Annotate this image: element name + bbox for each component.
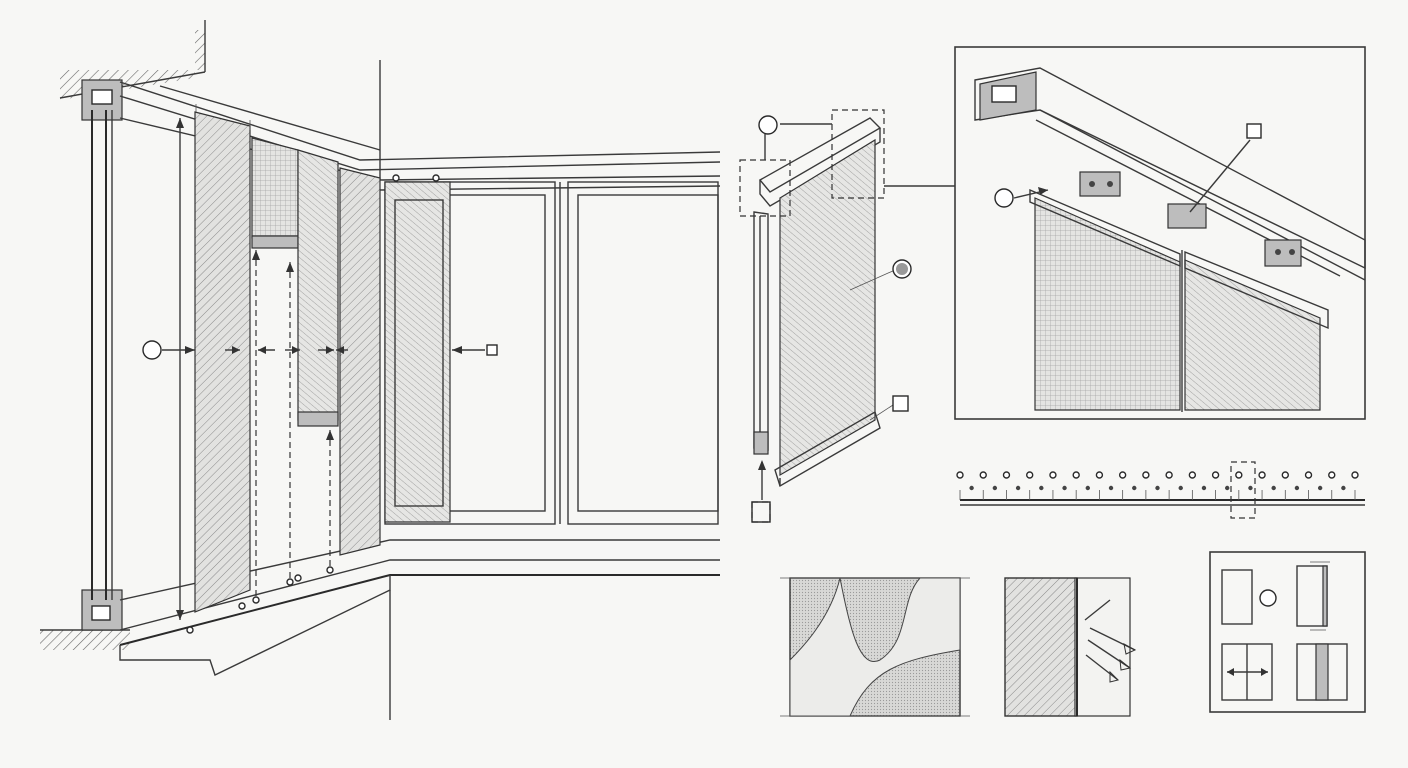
legend-single-panel: [1221, 569, 1253, 625]
scale-dot: [1085, 485, 1090, 491]
scale-dot: [1294, 485, 1300, 491]
pleat-bar-bottom: [297, 411, 339, 427]
scale-mark: [1235, 471, 1243, 479]
exploded-panel-drawing: [739, 109, 955, 523]
pleat-bar-top: [251, 235, 299, 249]
scale-mark: [1304, 471, 1313, 479]
scale-mark: [1165, 471, 1173, 479]
scale-dot: [1271, 485, 1276, 491]
square-marker-bottom-rail: [892, 395, 909, 412]
detail-mesh-left: [1034, 197, 1181, 411]
mesh-panel-1: [194, 111, 251, 613]
scale-dot: [1015, 485, 1021, 491]
scale-mark: [1142, 471, 1150, 479]
square-marker-track: [1246, 123, 1262, 139]
detail-mesh-right: [1184, 259, 1321, 411]
scale-mark-highlighted: [1281, 471, 1289, 479]
scale-dot: [1155, 485, 1160, 491]
scale-mark: [1049, 471, 1057, 479]
circle-marker-left: [142, 340, 162, 360]
scale-dot: [1132, 485, 1137, 491]
scale-mark: [1118, 471, 1127, 479]
mesh-panel-3: [297, 149, 339, 421]
scale-mark: [1258, 471, 1266, 479]
square-marker-right: [486, 344, 498, 356]
scale-mark: [1026, 471, 1034, 479]
legend-grid: [1209, 551, 1366, 713]
rail-detail-drawing: [954, 46, 1366, 420]
scale-dot: [1225, 485, 1230, 491]
scale-dot: [1248, 485, 1253, 491]
overview-drawing: [40, 20, 721, 720]
circle-marker-carrier: [994, 188, 1014, 208]
mesh-panel-5: [384, 181, 451, 523]
exploded-mesh: [779, 138, 876, 477]
scale-mark: [1211, 471, 1220, 479]
scale-dot: [1108, 485, 1114, 491]
scale-mark: [1095, 471, 1104, 479]
mesh-panel-2-top: [251, 137, 299, 246]
spacing-scale: [956, 461, 1365, 519]
scale-dot: [1201, 485, 1207, 491]
scale-mark: [956, 471, 964, 479]
mesh-closeup-right: [1004, 577, 1137, 717]
scale-dot: [1039, 485, 1044, 491]
legend-circle-symbol: [1259, 589, 1277, 607]
scale-dot: [1341, 485, 1346, 491]
scale-mark: [1328, 471, 1336, 479]
scale-mark: [1351, 471, 1359, 479]
scale-dot: [1178, 485, 1183, 491]
scale-dot: [1317, 485, 1323, 491]
circle-marker-top: [758, 115, 778, 135]
mesh-closeup-left: [780, 577, 970, 717]
mesh-panel-4: [339, 167, 381, 556]
square-marker-bottom-dashed: [751, 501, 771, 523]
scale-highlight-box: [1230, 461, 1256, 519]
scale-mark: [1072, 471, 1080, 479]
scale-dot: [969, 485, 974, 491]
scale-mark: [1002, 471, 1011, 479]
scale-mark: [979, 471, 987, 479]
scale-mark: [1188, 471, 1197, 479]
scale-dot: [1062, 485, 1067, 491]
scale-dot: [992, 485, 998, 491]
